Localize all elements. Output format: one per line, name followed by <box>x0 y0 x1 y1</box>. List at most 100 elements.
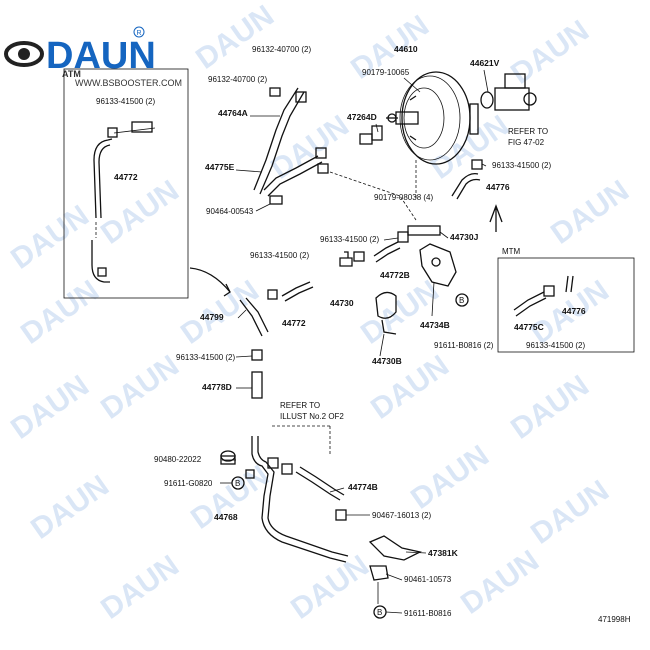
label-44776: 44776 <box>486 182 510 192</box>
label-44775E: 44775E <box>205 162 235 172</box>
hose-44772-inset-inner <box>98 144 111 219</box>
leader-line <box>237 309 247 319</box>
eye-logo-icon <box>4 41 44 67</box>
label-44621V: 44621V <box>470 58 500 68</box>
label-refer-illust-1: REFER TO <box>280 401 320 410</box>
watermark: DAUN <box>405 439 495 516</box>
booster-face <box>403 87 445 149</box>
label-44734B: 44734B <box>420 320 450 330</box>
part-labels: 44610 90179-10065 44621V 96132-40700 (2)… <box>96 44 631 624</box>
clamp-icon <box>315 147 327 159</box>
pipe-44768-b <box>257 436 349 557</box>
clamp-icon <box>295 91 307 103</box>
logo-site: WWW.BSBOOSTER.COM <box>75 78 182 88</box>
inset-box-mtm <box>497 257 635 353</box>
vacuum-lines <box>253 87 417 221</box>
hose-44772B <box>373 241 399 257</box>
label-44776-mtm: 44776 <box>562 306 586 316</box>
hose-44778D <box>251 371 263 399</box>
pipe-44768 <box>245 436 349 563</box>
watermark: DAUN <box>190 0 280 76</box>
clamp-44730B <box>375 291 397 319</box>
leader-line <box>481 163 487 167</box>
label-96133-41500-right: 96133-41500 (2) <box>492 161 551 170</box>
clamp-icon <box>543 285 555 297</box>
label-96133-41500-mid: 96133-41500 (2) <box>320 235 379 244</box>
watermark: DAUN <box>355 274 445 351</box>
clamp-icon <box>317 163 329 174</box>
check-valve-44730J <box>397 225 441 243</box>
watermark: DAUN <box>505 369 595 446</box>
label-44730B: 44730B <box>372 356 402 366</box>
watermark: DAUN <box>5 369 95 446</box>
leader-line <box>255 203 271 212</box>
clevis-icon <box>387 113 397 123</box>
label-refer-illust-2: ILLUST No.2 OF2 <box>280 412 344 421</box>
label-91611-B0816-mid: 91611-B0816 (2) <box>434 341 494 350</box>
leader-line <box>403 77 421 93</box>
hose-44799 <box>239 299 263 337</box>
leader-line <box>385 611 403 614</box>
watermark: DAUN <box>505 14 595 91</box>
bolt-letter: B <box>459 296 464 305</box>
arrow-head-icon <box>223 283 231 297</box>
label-44730J: 44730J <box>450 232 479 242</box>
clip-icon <box>359 133 373 145</box>
clamp-44730B-tab <box>381 319 397 335</box>
connector-icon <box>131 121 153 133</box>
hose-44799-inner <box>245 297 269 333</box>
leader-lines <box>220 69 489 614</box>
hose-end-inset <box>91 240 110 283</box>
label-96133-41500-low: 96133-41500 (2) <box>176 353 235 362</box>
label-96133-41500-mtm: 96133-41500 (2) <box>526 341 585 350</box>
inset-left-parts <box>91 121 156 283</box>
leader-line <box>235 355 253 358</box>
clamp-icon <box>335 509 347 521</box>
clamp-icon <box>267 289 278 300</box>
booster-rim <box>399 75 461 161</box>
registered-mark: R <box>137 30 142 37</box>
label-44764A: 44764A <box>218 108 248 118</box>
leader-line <box>483 69 489 93</box>
eye-pupil-icon <box>18 48 30 60</box>
clamp-icon <box>251 349 263 361</box>
leader-line <box>329 487 345 493</box>
label-91611-B0816-low: 91611-B0816 <box>404 609 452 618</box>
bracket-44734B <box>419 243 457 317</box>
hose-44772-inner <box>284 286 314 302</box>
inset-box-left <box>63 68 189 299</box>
clip-icon <box>371 125 383 141</box>
label-90480-22022: 90480-22022 <box>154 455 202 464</box>
clamp-icon <box>353 251 365 262</box>
label-44772-box: 44772 <box>114 172 138 182</box>
label-96132-40700-top: 96132-40700 (2) <box>252 45 311 54</box>
line-44764A-b <box>259 91 305 195</box>
gasket-icon <box>480 91 494 109</box>
label-91611-G0820: 91611-G0820 <box>164 479 213 488</box>
label-47264D: 47264D <box>347 112 377 122</box>
hose-44774B-inner <box>299 466 345 496</box>
line-44775E <box>263 155 319 191</box>
booster-pushrod <box>395 111 419 125</box>
watermark-layer: DAUN DAUN DAUN DAUN DAUN DAUN DAUN DAUN … <box>5 0 635 626</box>
leader-line <box>405 551 427 554</box>
logo-sub: ATM <box>62 69 81 79</box>
leader-line <box>235 169 263 173</box>
booster-flange <box>469 103 479 135</box>
hose-44775C <box>513 291 545 311</box>
label-44778D: 44778D <box>202 382 232 392</box>
watermark: DAUN <box>285 549 375 626</box>
watermark: DAUN <box>95 549 185 626</box>
label-44772B: 44772B <box>380 270 410 280</box>
label-90467-16013: 90467-16013 (2) <box>372 511 431 520</box>
bracket-foot <box>369 565 389 581</box>
hose-44776-inner <box>456 178 481 200</box>
label-44730: 44730 <box>330 298 354 308</box>
leader-line <box>439 231 449 239</box>
label-44772: 44772 <box>282 318 306 328</box>
watermark: DAUN <box>185 459 275 536</box>
leader-line <box>431 281 435 317</box>
up-arrow-icon <box>489 204 503 232</box>
line-44775E-b <box>267 161 323 197</box>
